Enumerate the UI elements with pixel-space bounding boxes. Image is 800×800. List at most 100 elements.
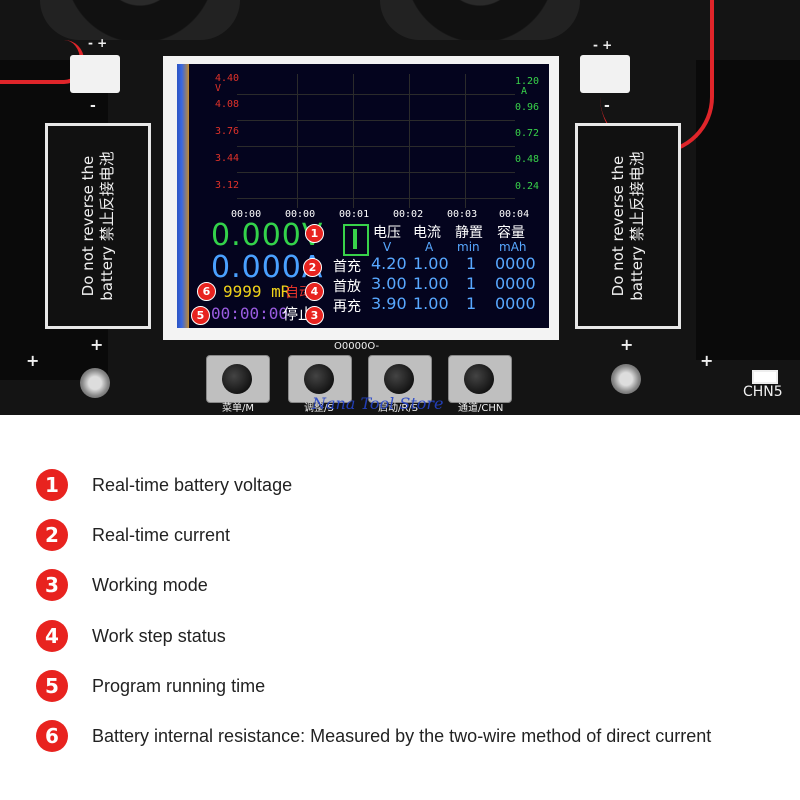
number-badge: 1: [36, 469, 68, 501]
legend-text: Program running time: [92, 676, 266, 696]
number-badge: 3: [36, 569, 68, 601]
warning-label-left: Do not reverse the battery 禁止反接电池: [45, 123, 151, 329]
number-badge: 6: [36, 720, 68, 752]
channel-led: [752, 370, 778, 384]
left-axis-label: V: [215, 83, 222, 94]
legend-text: Work step status: [92, 626, 226, 646]
legend-text: Battery internal resistance: Measured by…: [92, 726, 712, 746]
row-current: 1.00: [413, 294, 449, 313]
row-voltage: 3.00: [371, 274, 407, 293]
header-rest: 静置: [455, 225, 483, 241]
row-rest: 1: [466, 254, 477, 273]
grid-line: [237, 94, 515, 95]
row-label: 首放: [333, 279, 361, 295]
product-photo: - + - - + - Do not reverse the battery 禁…: [0, 0, 800, 415]
grid-line: [237, 198, 515, 199]
channel-button: [448, 355, 512, 403]
lcd-screen: 4.40 V 4.08 3.76 3.44 3.12 1.20 A 0.96 0…: [177, 64, 549, 328]
right-axis-label: 0.48: [515, 154, 540, 165]
time-tick: 00:00: [285, 209, 316, 220]
legend-item: 1 Real-time battery voltage: [36, 469, 776, 503]
plus-left-outer: +: [26, 351, 40, 370]
polarity-top-right: - +: [593, 38, 613, 52]
header-current-unit: A: [425, 240, 434, 254]
header-capacity-unit: mAh: [499, 240, 527, 254]
time-tick: 00:00: [231, 209, 262, 220]
right-axis-label: 0.24: [515, 181, 540, 192]
legend-item: 6 Battery internal resistance: Measured …: [36, 720, 776, 754]
legend-text: Real-time battery voltage: [92, 475, 293, 495]
lcd-edge: [177, 64, 189, 328]
legend-text: Real-time current: [92, 525, 231, 545]
number-badge: 2: [36, 519, 68, 551]
grid-line: [409, 74, 410, 208]
right-axis-label: 1.20: [515, 76, 540, 87]
grid-line: [237, 172, 515, 173]
plus-right: +: [620, 335, 634, 354]
marker-1: 1: [305, 224, 324, 243]
resistance-reading: 9999 mR: [223, 282, 291, 301]
minus-left: -: [90, 98, 96, 114]
left-axis-label: 3.76: [215, 126, 240, 137]
connector-right: [580, 55, 630, 93]
row-rest: 1: [466, 294, 477, 313]
marker-6: 6: [197, 282, 216, 301]
warning-label-right: Do not reverse the battery 禁止反接电池: [575, 123, 681, 329]
fan-left: [40, 0, 240, 40]
header-voltage: 电压: [373, 225, 401, 241]
battery-bay-right: [696, 60, 800, 360]
header-current: 电流: [413, 225, 441, 241]
start-button: [368, 355, 432, 403]
right-axis-label: A: [521, 86, 528, 97]
minus-right: -: [604, 98, 610, 114]
channel-button-label: 通道/CHN: [458, 403, 504, 414]
screw-left: [80, 368, 110, 398]
left-axis-label: 3.12: [215, 180, 240, 191]
time-tick: 00:02: [393, 209, 424, 220]
polarity-top-left: - +: [88, 36, 108, 50]
header-capacity: 容量: [497, 225, 525, 241]
right-axis-label: 0.96: [515, 102, 540, 113]
row-voltage: 4.20: [371, 254, 407, 273]
row-capacity: 0000: [495, 294, 536, 313]
step-indicator: [343, 224, 369, 256]
adjust-button: [288, 355, 352, 403]
menu-button-label: 菜单/M: [222, 403, 254, 414]
grid-line: [297, 74, 298, 208]
voltage-reading: 0.000V: [211, 218, 324, 253]
row-capacity: 0000: [495, 274, 536, 293]
menu-button: [206, 355, 270, 403]
marker-5: 5: [191, 306, 210, 325]
plus-right-outer: +: [700, 351, 714, 370]
grid-line: [237, 120, 515, 121]
marker-2: 2: [303, 258, 322, 277]
row-current: 1.00: [413, 254, 449, 273]
running-time: 00:00:00: [211, 304, 289, 323]
row-voltage: 3.90: [371, 294, 407, 313]
grid-line: [465, 74, 466, 208]
legend-item: 2 Real-time current: [36, 519, 776, 553]
right-axis-label: 0.72: [515, 128, 540, 139]
watermark: Nana Tool Store: [312, 394, 444, 413]
time-tick: 00:04: [499, 209, 530, 220]
lcd-display: 4.40 V 4.08 3.76 3.44 3.12 1.20 A 0.96 0…: [163, 56, 559, 340]
plus-left: +: [90, 335, 104, 354]
legend-item: 5 Program running time: [36, 670, 776, 704]
legend-item: 3 Working mode: [36, 569, 776, 603]
channel-label: CHN5: [743, 384, 783, 400]
marker-4: 4: [305, 282, 324, 301]
row-capacity: 0000: [495, 254, 536, 273]
left-axis-label: 4.40: [215, 73, 240, 84]
time-tick: 00:01: [339, 209, 370, 220]
legend-text: Working mode: [92, 575, 208, 595]
left-axis-label: 3.44: [215, 153, 240, 164]
number-badge: 4: [36, 620, 68, 652]
warning-text-right: Do not reverse the battery 禁止反接电池: [609, 151, 646, 301]
grid-line: [353, 74, 354, 208]
grid-line: [237, 146, 515, 147]
screw-right: [611, 364, 641, 394]
connector-left: [70, 55, 120, 93]
header-rest-unit: min: [457, 240, 480, 254]
time-tick: 00:03: [447, 209, 478, 220]
row-rest: 1: [466, 274, 477, 293]
